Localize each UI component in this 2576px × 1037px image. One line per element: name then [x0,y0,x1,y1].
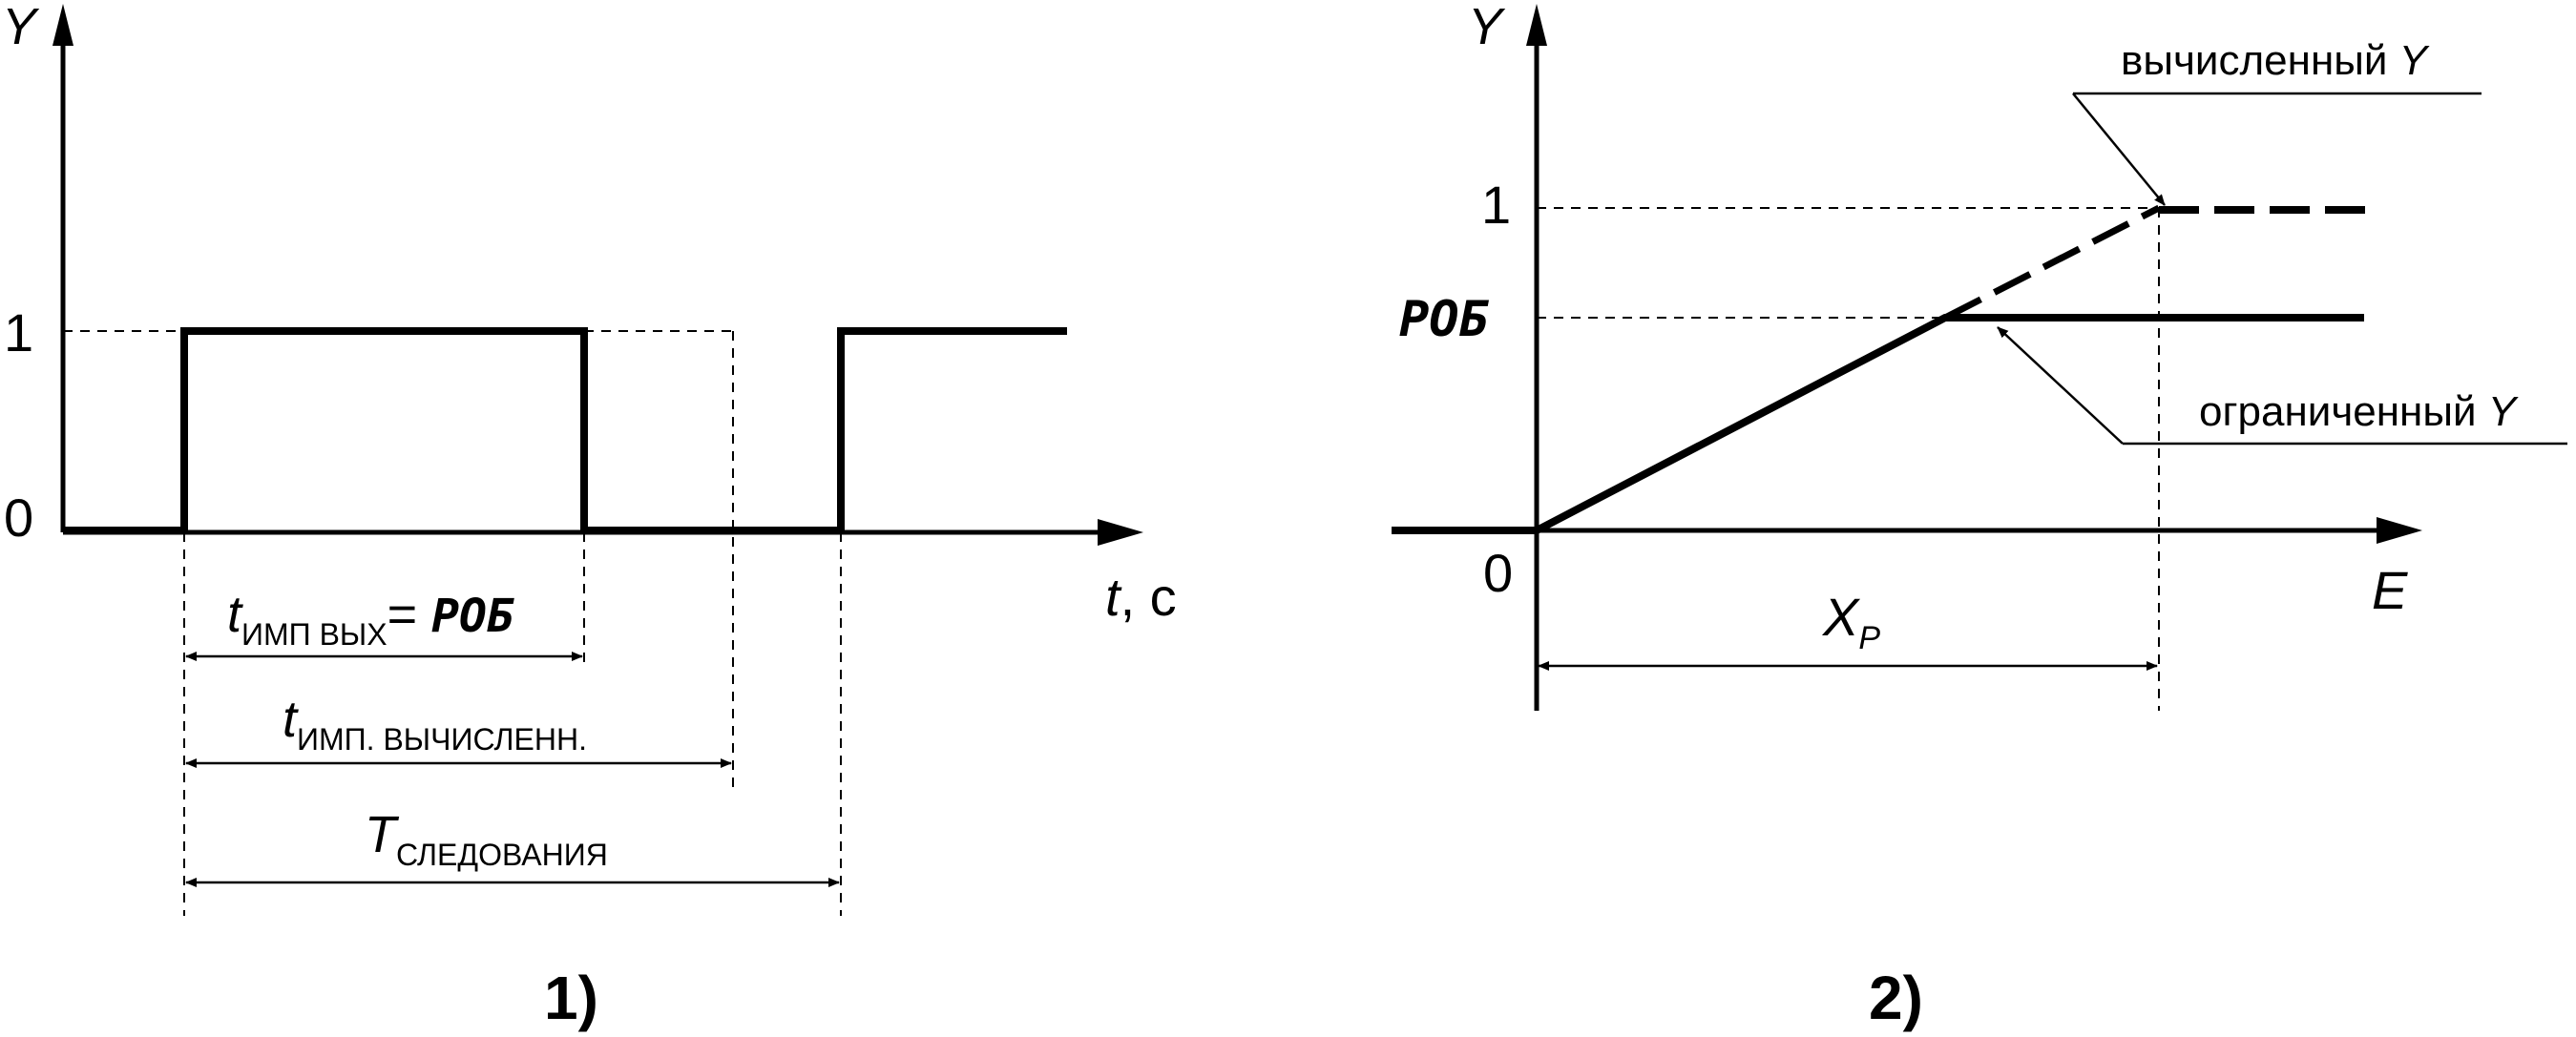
p2-y-axis-label: Y [1468,0,1506,55]
p1-y-axis-label: Y [2,0,40,55]
p2-computed-y-var: Y [2399,37,2430,84]
p1-t-calc-label: tИМП. ВЫЧИСЛЕНН. [283,691,587,757]
p2-computed-y-ramp [1943,204,2161,321]
p2-x-axis-label: E [2372,560,2408,620]
p2-computed-y-label: вычисленный Y [2121,37,2430,84]
p2-tick-rob: РОБ [1399,291,1490,348]
p1-t-out-eq: = [387,586,432,643]
p2-xp-label: XP [1821,587,1880,656]
p1-tick-1: 1 [4,302,33,363]
p2-origin-label: 0 [1483,543,1513,603]
p1-x-axis-var: t [1105,567,1122,627]
p1-output-pulse-signal [63,327,1067,534]
panel-2-limit-diagram: Y 1 РОБ 0 E XP вычисленный Y ограниченны… [1392,0,2567,1032]
p1-period-var: T [365,806,400,863]
p2-limited-callout-leader [1997,326,2124,445]
p1-t-out-var: t [227,586,243,643]
p1-period-label: TСЛЕДОВАНИЯ [365,806,608,872]
p2-limited-y-text: ограниченный [2199,388,2488,435]
p1-x-axis-label: t, с [1105,567,1177,627]
p1-period-sub: СЛЕДОВАНИЯ [396,838,608,872]
p2-tick-1: 1 [1481,175,1511,235]
p1-y-axis-arrowhead [52,4,73,46]
p2-limited-y-var: Y [2488,388,2519,435]
p2-computed-y-text: вычисленный [2121,37,2399,84]
p1-x-axis-unit: , с [1120,567,1177,627]
p2-xp-sub: P [1858,620,1880,656]
p2-limited-y-signal [1392,314,2364,534]
panel-1-pulse-diagram: Y 1 0 t, с tИМП ВЫХ= РОБ tИМП. ВЫЧИСЛЕНН… [2,0,1177,1032]
p1-x-axis-arrowhead [1098,519,1143,546]
p2-computed-callout-leader [2072,93,2166,206]
p2-y-axis-arrowhead [1526,4,1547,46]
p1-t-calc-var: t [283,691,299,748]
p2-xp-var: X [1821,587,1861,647]
p2-limited-y-callout [1997,326,2567,446]
p1-caption: 1) [544,964,598,1032]
p2-limited-y-label: ограниченный Y [2199,388,2519,435]
p1-t-calc-sub: ИМП. ВЫЧИСЛЕНН. [297,722,587,757]
p1-t-out-sub: ИМП ВЫХ [241,617,387,652]
p2-dashed-guides [1537,207,2160,711]
p1-t-out-label: tИМП ВЫХ= РОБ [227,586,514,652]
p1-dashed-guides [63,330,842,916]
p1-t-out-param: РОБ [431,590,514,643]
p2-x-axis-arrowhead [2377,517,2422,544]
p1-tick-0: 0 [4,487,33,548]
p2-computed-y-callout [2072,92,2482,206]
p2-caption: 2) [1869,964,1923,1032]
